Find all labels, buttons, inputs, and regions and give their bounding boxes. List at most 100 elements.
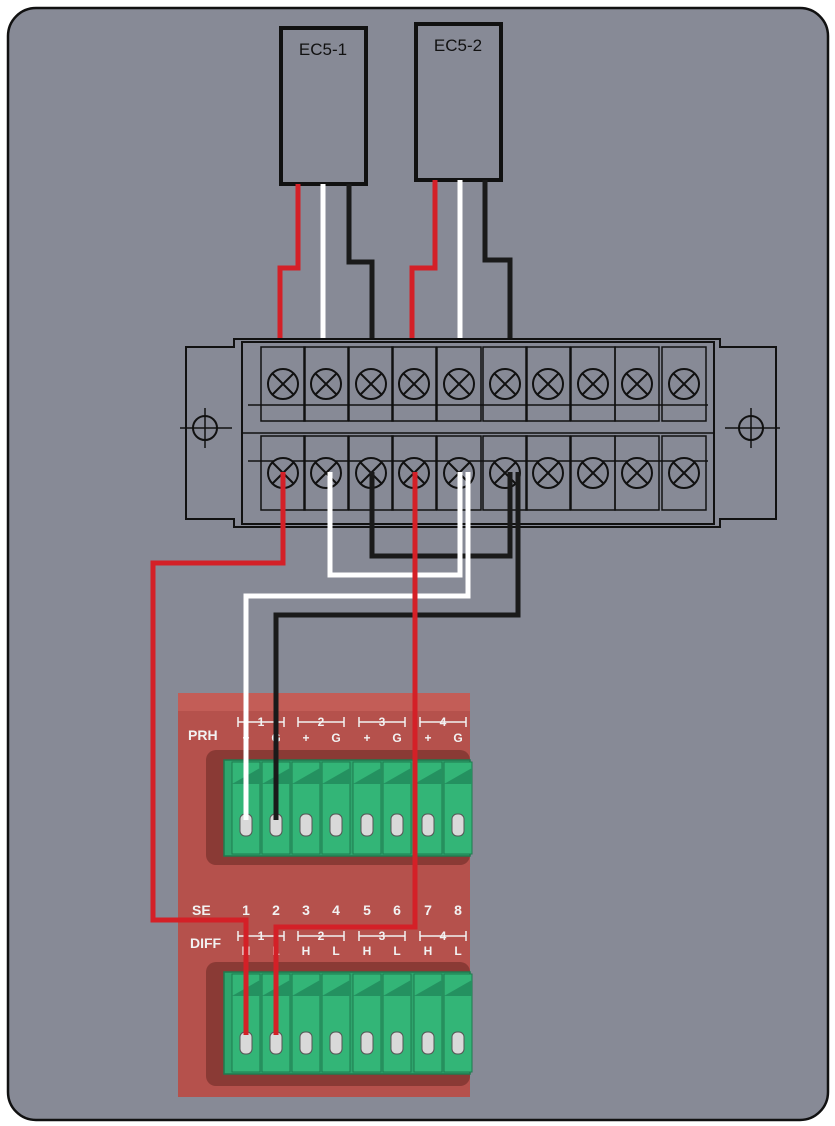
terminal-cell xyxy=(391,346,437,422)
wire-clamp xyxy=(329,813,343,837)
terminal-screw xyxy=(661,435,707,511)
lever-tab xyxy=(414,980,442,996)
terminal-cell xyxy=(525,346,571,422)
screw-slot xyxy=(494,462,516,484)
white-signal-wire xyxy=(243,472,471,820)
ec5-2-black-wire xyxy=(482,180,513,383)
sensor-label: EC5-1 xyxy=(299,40,347,59)
white-jumper-wire xyxy=(327,472,463,578)
connector-terminal xyxy=(261,973,291,1073)
se-label: SE xyxy=(192,902,211,918)
terminal-cell xyxy=(303,435,349,511)
logger-top-shadow xyxy=(178,693,470,711)
connector-terminal xyxy=(413,973,443,1073)
se-number: 2 xyxy=(272,902,280,918)
wire-clamp xyxy=(360,813,374,837)
terminal-label: H xyxy=(424,944,433,958)
connector-terminal xyxy=(443,973,473,1073)
terminal-strip xyxy=(180,338,780,528)
terminal-screw xyxy=(525,435,571,511)
terminal-label: H xyxy=(363,944,372,958)
terminal-cell xyxy=(614,435,660,511)
ec5-1-black-wire xyxy=(346,184,375,383)
red-excitation-wire-2 xyxy=(273,472,418,1035)
terminal-screw xyxy=(482,346,528,422)
screw-slot xyxy=(582,462,604,484)
mounting-hole-left xyxy=(180,408,232,448)
lever-tab xyxy=(444,980,472,996)
connector-terminal xyxy=(413,761,443,855)
screw-slot xyxy=(626,373,648,395)
connector-terminal xyxy=(443,761,473,855)
logger-wires xyxy=(150,472,521,1035)
connector-terminal xyxy=(321,973,351,1073)
connector-terminal xyxy=(352,761,382,855)
bottom-connector-terminals xyxy=(231,973,473,1073)
wire-clamp xyxy=(390,813,404,837)
screw-slot xyxy=(360,373,382,395)
wire-clamp xyxy=(269,1031,283,1055)
wire-clamp xyxy=(421,813,435,837)
terminal-label: L xyxy=(393,944,400,958)
terminal-label: G xyxy=(453,731,462,745)
se-number: 7 xyxy=(424,902,432,918)
se-number: 8 xyxy=(454,902,462,918)
connector-terminal xyxy=(291,973,321,1073)
terminal-cell xyxy=(436,346,482,422)
terminal-screw xyxy=(260,346,306,422)
wire-clamp xyxy=(239,1031,253,1055)
lever-tab xyxy=(322,980,350,996)
terminal-cell xyxy=(348,346,394,422)
ec5-2-red-wire xyxy=(409,180,438,383)
terminal-screw xyxy=(614,346,660,422)
lever-tab xyxy=(383,768,411,784)
channel-number: 1 xyxy=(258,715,265,729)
wire-clamp xyxy=(360,1031,374,1055)
terminal-cell xyxy=(303,346,349,422)
sensor-body xyxy=(279,26,368,186)
lever-tab xyxy=(292,768,320,784)
channel-number: 2 xyxy=(318,715,325,729)
terminal-cell xyxy=(661,435,707,511)
terminal-screw xyxy=(436,346,482,422)
se-number: 4 xyxy=(332,902,340,918)
terminal-screw xyxy=(570,435,616,511)
terminal-cell xyxy=(614,346,660,422)
connector-terminal xyxy=(291,761,321,855)
lever-tab xyxy=(444,768,472,784)
wire-clamp xyxy=(390,1031,404,1055)
screw-slot xyxy=(272,373,294,395)
terminal-screw xyxy=(525,346,571,422)
lever-tab xyxy=(322,768,350,784)
mounting-hole-right xyxy=(725,408,780,448)
red-excitation-wire-1 xyxy=(150,472,286,1035)
sensor-ec5-2: EC5-2 xyxy=(414,22,503,182)
sensor-ec5-1: EC5-1 xyxy=(279,26,368,186)
wire-clamp xyxy=(299,1031,313,1055)
terminal-cell xyxy=(260,346,306,422)
terminal-label: L xyxy=(332,944,339,958)
wire-clamp xyxy=(451,1031,465,1055)
terminal-screw xyxy=(614,435,660,511)
terminal-screw xyxy=(303,435,349,511)
lever-tab xyxy=(353,768,381,784)
se-number: 5 xyxy=(363,902,371,918)
terminal-label: G xyxy=(331,731,340,745)
terminal-label: + xyxy=(302,731,309,745)
channel-number: 4 xyxy=(440,715,447,729)
terminal-screw xyxy=(303,346,349,422)
screw-slot xyxy=(582,373,604,395)
terminal-screw xyxy=(570,346,616,422)
screw-slot xyxy=(494,373,516,395)
screw-slot xyxy=(315,462,337,484)
connector-terminal xyxy=(352,973,382,1073)
lever-tab xyxy=(383,980,411,996)
terminal-cell xyxy=(661,346,707,422)
prh-label: PRH xyxy=(188,727,218,743)
screw-slot xyxy=(537,373,559,395)
wire-clamp xyxy=(421,1031,435,1055)
screw-slot xyxy=(537,462,559,484)
screw-slot xyxy=(448,373,470,395)
